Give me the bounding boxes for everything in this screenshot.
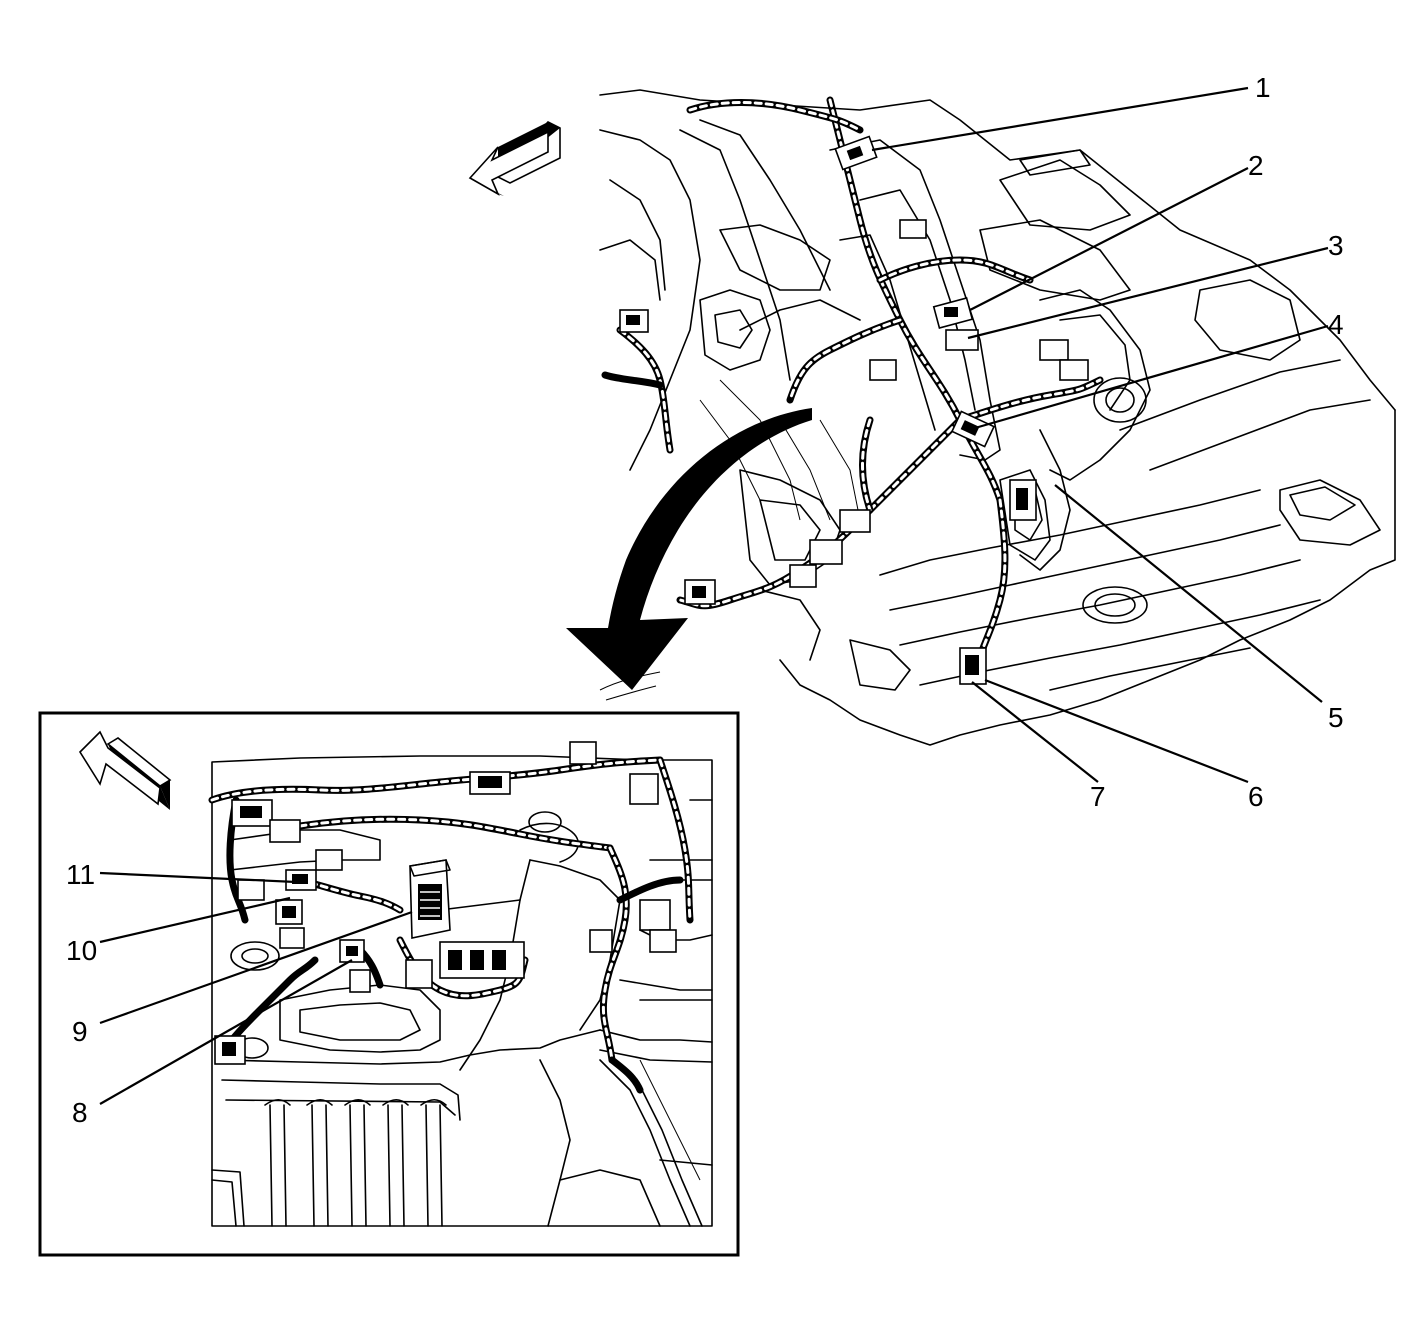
callout-11: 11	[66, 859, 95, 890]
front-direction-arrow-icon	[468, 121, 561, 196]
callout-1: 1	[1255, 72, 1271, 103]
front-direction-arrow-inset-icon	[78, 730, 172, 810]
inset-control-module	[409, 859, 451, 939]
callout-3: 3	[1328, 230, 1344, 261]
callout-10: 10	[66, 935, 97, 966]
callout-2: 2	[1248, 150, 1264, 181]
callout-6: 6	[1248, 781, 1264, 812]
curved-view-arrow-icon	[566, 408, 812, 701]
callout-9: 9	[72, 1016, 88, 1047]
main-view: 1 2 3 4 5 6 7	[468, 72, 1396, 812]
inset-view: 11 10 9 8	[38, 711, 740, 1257]
callout-4: 4	[1328, 309, 1344, 340]
callout-5: 5	[1328, 702, 1344, 733]
callout-8: 8	[72, 1097, 88, 1128]
callout-7: 7	[1090, 781, 1106, 812]
